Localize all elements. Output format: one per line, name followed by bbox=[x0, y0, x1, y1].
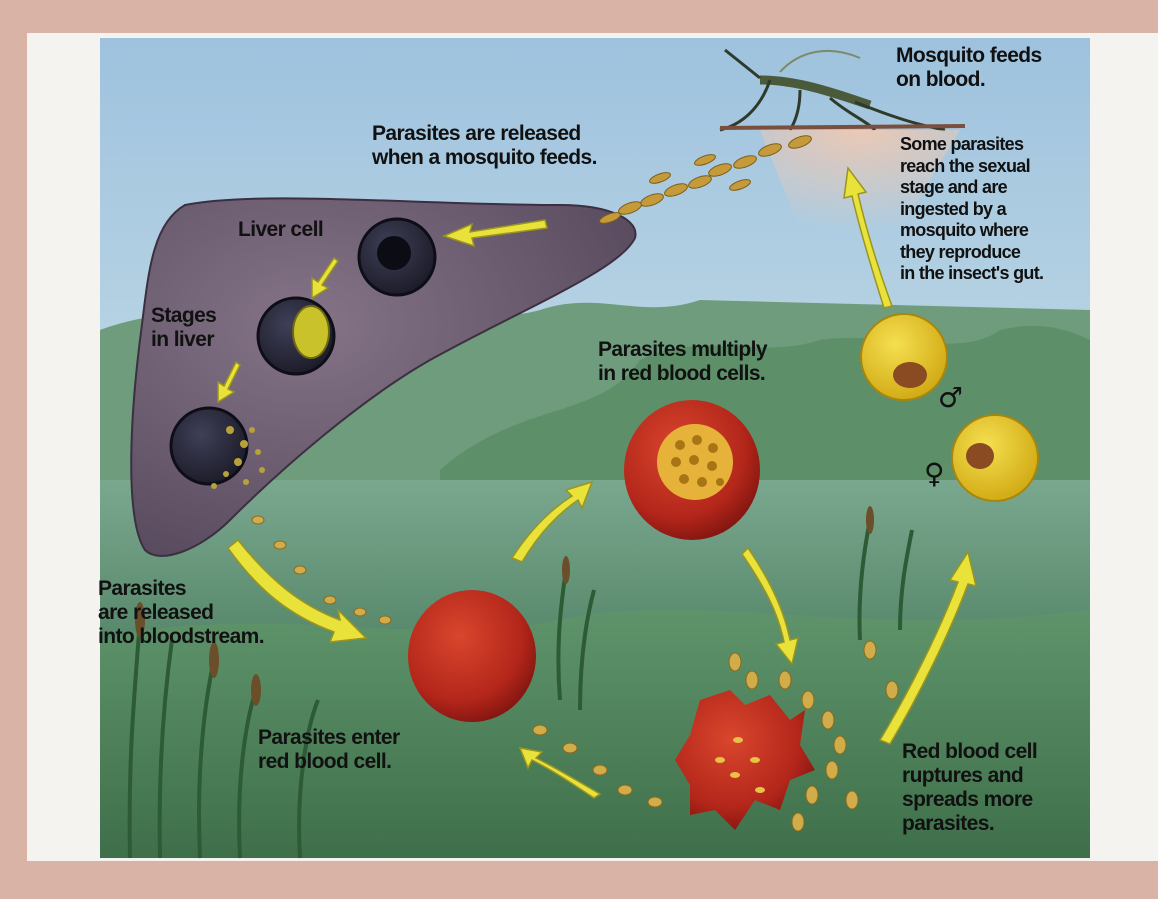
liver-stage-cell bbox=[258, 298, 334, 374]
infected-red-blood-cell bbox=[624, 400, 760, 540]
label-mosquito-feeds: Mosquito feeds on blood. bbox=[896, 44, 1042, 92]
male-gametocyte bbox=[861, 314, 947, 400]
red-blood-cell bbox=[408, 590, 536, 722]
liver-cell bbox=[359, 219, 435, 295]
label-parasites-multiply: Parasites multiply in red blood cells. bbox=[598, 338, 767, 386]
label-rbc-ruptures: Red blood cell ruptures and spreads more… bbox=[902, 740, 1037, 836]
label-parasites-enter-rbc: Parasites enter red blood cell. bbox=[258, 726, 400, 774]
label-released-when-mosquito-feeds: Parasites are released when a mosquito f… bbox=[372, 122, 597, 170]
female-symbol: ♀ bbox=[924, 460, 945, 488]
label-released-into-bloodstream: Parasites are released into bloodstream. bbox=[98, 577, 264, 649]
label-sexual-stage: Some parasites reach the sexual stage an… bbox=[900, 134, 1043, 285]
female-gametocyte bbox=[952, 415, 1038, 501]
male-symbol: ♂ bbox=[938, 384, 963, 412]
label-liver-cell: Liver cell bbox=[238, 218, 323, 242]
label-stages-in-liver: Stages in liver bbox=[151, 304, 216, 352]
skin-surface bbox=[720, 126, 965, 128]
